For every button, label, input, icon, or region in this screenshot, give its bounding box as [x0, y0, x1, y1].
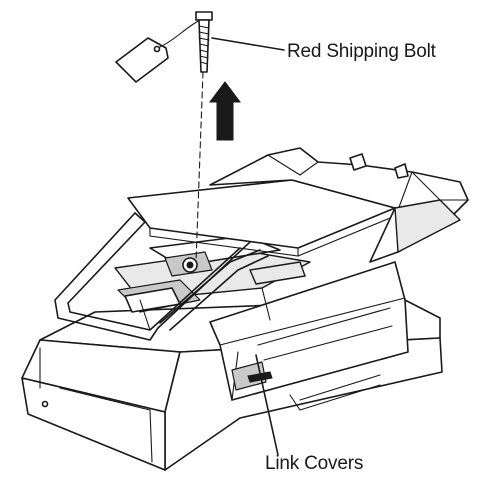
red-shipping-bolt-label: Red Shipping Bolt	[287, 41, 436, 62]
bolt-leader-line	[211, 37, 285, 51]
top-plate	[127, 147, 469, 263]
wire-frame	[54, 212, 269, 341]
link-covers-label: Link Covers	[265, 453, 364, 474]
link-cover	[209, 261, 409, 401]
shipping-bolt	[195, 11, 213, 263]
covers-leader-line	[255, 354, 279, 456]
shipping-tag	[115, 19, 201, 83]
up-arrow-icon	[209, 81, 241, 141]
